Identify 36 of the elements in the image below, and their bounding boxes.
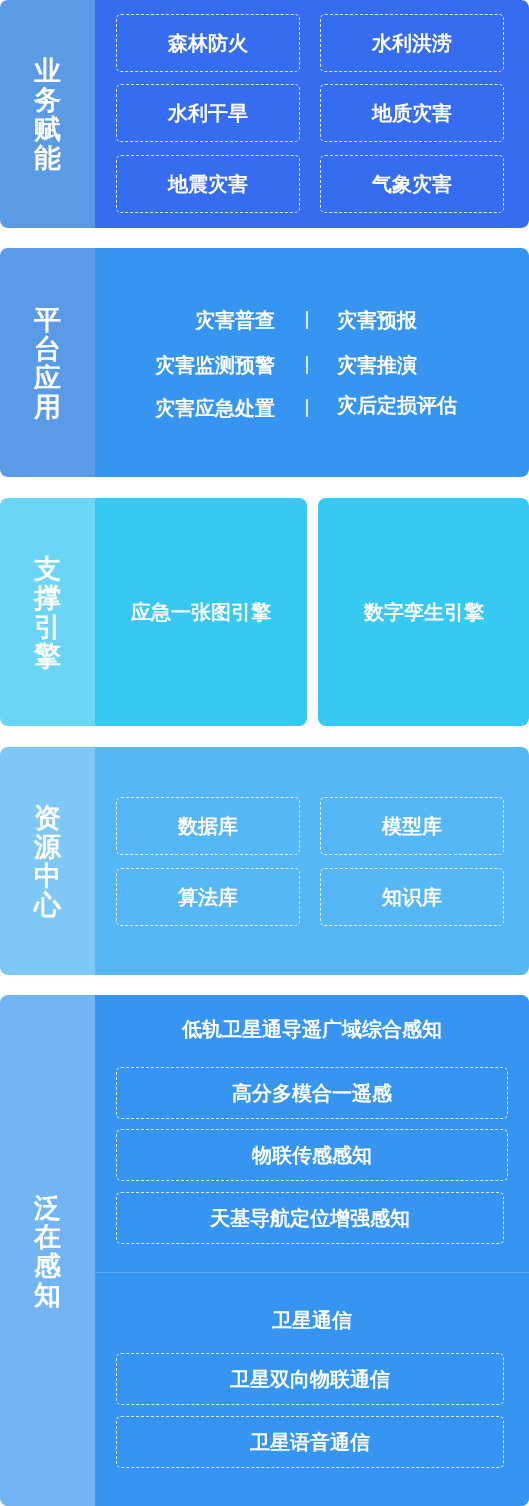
layer-panel: [0, 995, 529, 1506]
item-box: 天基导航定位增强感知: [116, 1192, 504, 1244]
item-box: 高分多模合一遥感: [116, 1067, 508, 1119]
item-box: 物联传感感知: [116, 1129, 508, 1181]
menu-item: 灾害预报: [337, 307, 417, 333]
item-box: 模型库: [320, 797, 504, 855]
item-box: 森林防火: [116, 14, 300, 72]
item-box: 卫星双向物联通信: [116, 1353, 504, 1405]
layer-title: 泛在感知: [33, 1192, 62, 1309]
layer-title: 支撑引擎: [33, 554, 62, 670]
item-box: 地震灾害: [116, 155, 300, 213]
layer-panel: [0, 248, 529, 477]
panel-section: [95, 995, 529, 1273]
item-box: 卫星语音通信: [116, 1416, 504, 1468]
engine-title: 应急一张图引擎: [130, 599, 272, 625]
item-box: 算法库: [116, 868, 300, 926]
section-heading: 低轨卫星通导遥广域综合感知: [181, 1016, 443, 1042]
layer-title: 平台应用: [33, 304, 62, 421]
menu-item: 灾害推演: [337, 352, 417, 378]
item-box: 气象灾害: [320, 155, 504, 213]
menu-item: 灾害普查: [195, 307, 275, 333]
layer-title: 业务赋能: [33, 56, 62, 172]
menu-item: 灾后定损评估: [337, 392, 457, 418]
layer-panel: [0, 0, 529, 228]
layer-title: 资源中心: [33, 803, 62, 919]
item-box: 水利洪涝: [320, 14, 504, 72]
layer-panel: [0, 747, 529, 975]
engine-card: 数字孪生引擎: [318, 498, 529, 726]
menu-item: 灾害监测预警: [155, 352, 275, 378]
section-heading: 卫星通信: [271, 1307, 353, 1333]
menu-item: 灾害应急处置: [155, 395, 275, 421]
item-box: 地质灾害: [320, 84, 504, 142]
item-box: 知识库: [320, 868, 504, 926]
item-box: 数据库: [116, 797, 300, 855]
layer-panel: [0, 498, 307, 726]
item-box: 水利干旱: [116, 84, 300, 142]
